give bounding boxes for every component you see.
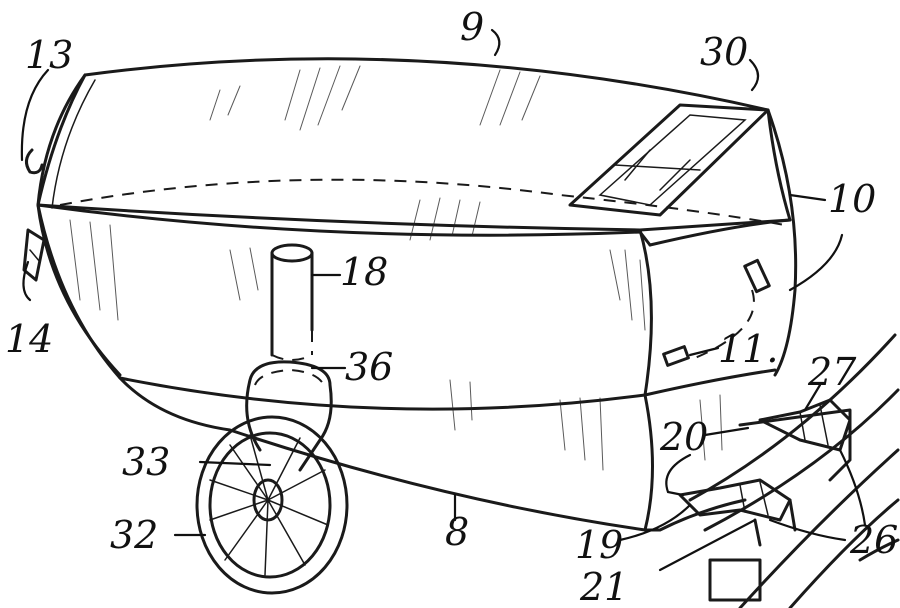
numeral-19: 19 [575, 523, 623, 567]
clamp-upper [760, 400, 850, 450]
bumper-mount [680, 335, 898, 608]
hidden-lid-line [60, 180, 785, 225]
numeral-10: 10 [828, 177, 876, 221]
numeral-9: 9 [460, 5, 484, 49]
numeral-11: 11. [718, 327, 778, 371]
lid-top-outline [38, 59, 790, 230]
numeral-33: 33 [122, 440, 170, 484]
numeral-30: 30 [700, 30, 748, 74]
numeral-18: 18 [340, 250, 388, 294]
rear-lid-panel [570, 105, 768, 215]
numeral-14: 14 [5, 317, 53, 361]
leader-lines [22, 30, 865, 570]
numeral-27: 27 [807, 350, 857, 394]
numeral-21: 21 [579, 565, 628, 608]
support-post [272, 245, 312, 360]
rear-panel-outline [640, 230, 653, 530]
numeral-20: 20 [659, 415, 708, 459]
numeral-13: 13 [25, 33, 73, 77]
caster-assembly [197, 362, 347, 593]
numeral-32: 32 [110, 513, 158, 557]
numeral-8: 8 [445, 510, 469, 554]
numeral-26: 26 [849, 518, 898, 562]
numeral-36: 36 [345, 345, 393, 389]
